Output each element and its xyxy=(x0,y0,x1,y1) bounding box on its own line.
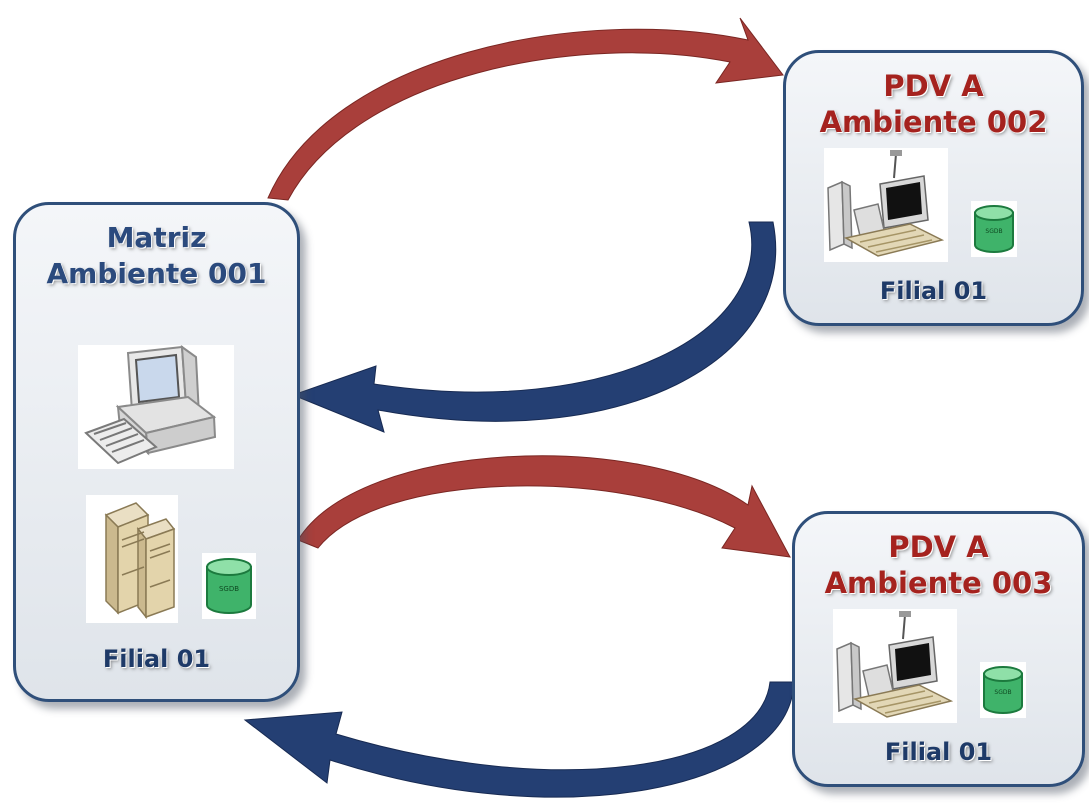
pdv-002-box: PDV A Ambiente 002 SGDB Filial 01 xyxy=(783,50,1084,326)
pdv-003-db-label: SGDB xyxy=(994,689,1011,696)
pdv-003-title: PDV A xyxy=(888,530,989,564)
matriz-footer: Filial 01 xyxy=(102,645,211,673)
pdv-002-subtitle: Ambiente 002 xyxy=(819,105,1048,139)
arrow-matriz-to-pdv-003 xyxy=(297,455,791,558)
pos-terminal-icon xyxy=(824,148,948,262)
matriz-box: Matriz Ambiente 001 SGDB Filial 01 xyxy=(13,202,300,702)
pdv-003-subtitle: Ambiente 003 xyxy=(824,566,1053,600)
pdv-002-footer: Filial 01 xyxy=(879,277,988,305)
pdv-002-db-label: SGDB xyxy=(985,228,1002,235)
pdv-002-title: PDV A xyxy=(883,69,984,103)
server-rack-icon xyxy=(86,495,178,623)
matriz-subtitle: Ambiente 001 xyxy=(46,257,267,290)
database-icon: SGDB xyxy=(202,553,256,619)
matriz-title: Matriz xyxy=(106,221,207,254)
database-icon: SGDB xyxy=(980,662,1026,718)
pdv-003-box: PDV A Ambiente 003 SGDB Filial 01 xyxy=(792,511,1085,787)
pos-terminal-icon xyxy=(833,609,957,723)
database-icon: SGDB xyxy=(971,201,1017,257)
desktop-computer-icon xyxy=(78,345,234,469)
arrow-pdv-003-to-matriz xyxy=(243,681,795,798)
arrow-pdv-002-to-matriz xyxy=(291,221,777,433)
pdv-003-footer: Filial 01 xyxy=(884,738,993,766)
arrow-matriz-to-pdv-002 xyxy=(267,17,784,201)
matriz-db-label: SGDB xyxy=(219,585,239,593)
